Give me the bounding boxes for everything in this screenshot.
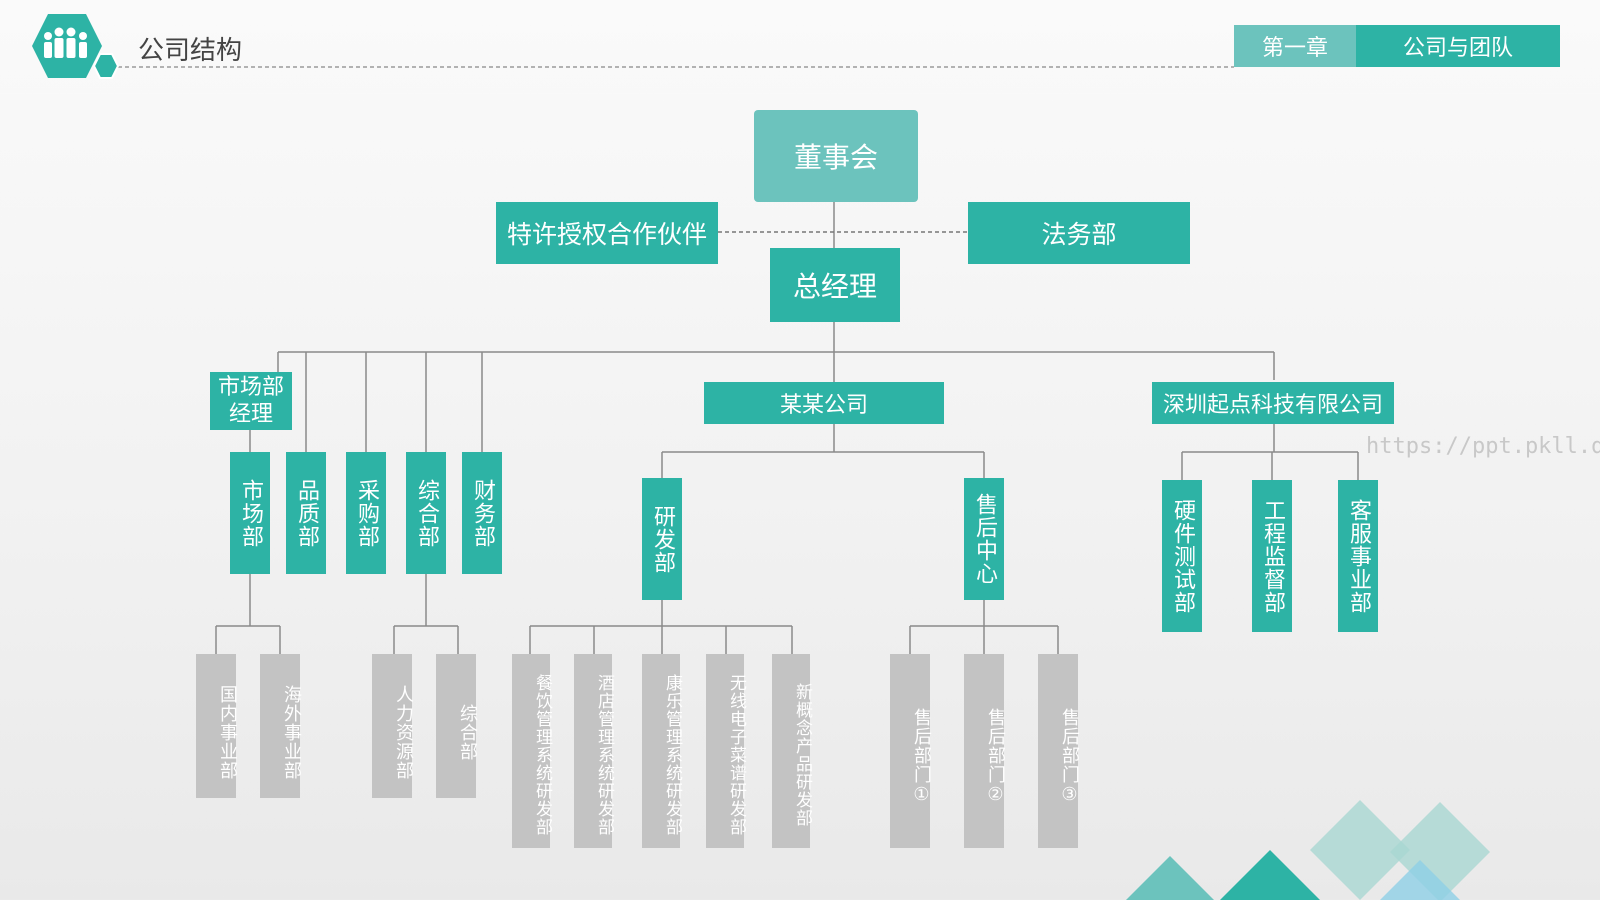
org-node-board: 董事会 [754, 110, 918, 202]
team-logo-icon [32, 14, 120, 79]
org-node-finance-dept: 财务部 [462, 452, 502, 574]
org-node-company-b-sub: 硬件测试部 [1162, 480, 1202, 632]
org-node-general-sub: 综合部 [436, 654, 478, 798]
org-node-rd-sub: 新概念产品研发部 [772, 654, 812, 848]
org-node-market-sub: 海外事业部 [260, 654, 302, 798]
org-node-partner: 特许授权合作伙伴 [496, 202, 718, 264]
tab-chapter[interactable]: 第一章 [1234, 25, 1356, 67]
org-node-rd-sub: 康乐管理系统研发部 [642, 654, 682, 848]
org-node-aftersales-sub: 售后部门② [964, 654, 1006, 848]
org-node-company-b: 深圳起点科技有限公司 [1152, 382, 1394, 424]
tab-section[interactable]: 公司与团队 [1356, 25, 1560, 67]
org-node-company-b-sub: 工程监督部 [1252, 480, 1292, 632]
page-title: 公司结构 [138, 36, 243, 66]
org-node-quality-dept: 品质部 [286, 452, 326, 574]
org-node-rd-sub: 酒店管理系统研发部 [574, 654, 614, 848]
org-node-aftersales-sub: 售后部门① [890, 654, 932, 848]
org-node-purchase-dept: 采购部 [346, 452, 386, 574]
org-node-market-sub: 国内事业部 [196, 654, 238, 798]
org-node-legal: 法务部 [968, 202, 1190, 264]
org-node-rd-dept: 研发部 [642, 478, 682, 600]
org-node-market-manager: 市场部经理 [210, 372, 292, 430]
org-node-market-dept: 市场部 [230, 452, 270, 574]
org-node-general-dept: 综合部 [406, 452, 446, 574]
org-node-general-sub: 人力资源部 [372, 654, 414, 798]
org-node-company-a: 某某公司 [704, 382, 944, 424]
org-node-general-manager: 总经理 [770, 248, 900, 322]
org-node-rd-sub: 餐饮管理系统研发部 [512, 654, 552, 848]
watermark-url: https://ppt.pkll.de [1366, 434, 1600, 459]
org-node-aftersales-center: 售后中心 [964, 478, 1004, 600]
decorative-diamonds [1126, 800, 1490, 900]
org-node-rd-sub: 无线电子菜谱研发部 [706, 654, 746, 848]
org-node-aftersales-sub: 售后部门③ [1038, 654, 1080, 848]
org-node-company-b-sub: 客服事业部 [1338, 480, 1378, 632]
